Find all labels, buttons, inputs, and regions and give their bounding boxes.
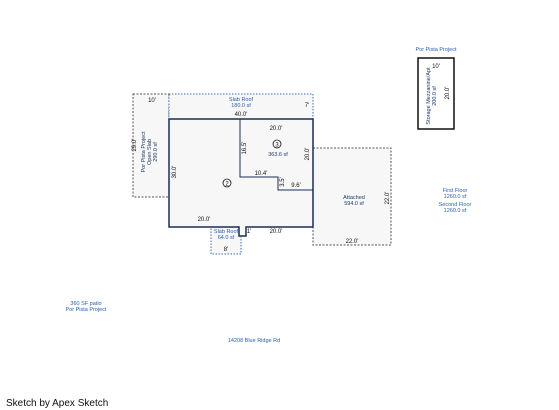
dim-22-bottom: 22.0' xyxy=(346,239,359,245)
room3-area: 363.6 sf xyxy=(268,152,288,158)
storage-area: 200.0 sf xyxy=(432,86,438,106)
attached-label: Attached xyxy=(343,195,365,201)
dim-20-bottom-right: 20.0' xyxy=(270,229,283,235)
porch-left-label-3: 290.0 sf xyxy=(153,142,159,162)
porch-left-label-2: Open Slab xyxy=(147,139,153,165)
dim-20-bottom-left: 20.0' xyxy=(198,217,211,223)
por-pista-right-label: Por Pista Project xyxy=(416,47,457,53)
slab-roof-bottom-outline xyxy=(210,226,242,255)
storage-labels: Storage Mezzanine/Apt 200.0 sf xyxy=(426,67,438,125)
dim-29: 29.0' xyxy=(132,139,138,152)
attached-area: 594.0 sf xyxy=(344,201,364,207)
room2-marker xyxy=(222,178,232,188)
second-floor-label: Second Floor xyxy=(439,202,472,208)
slab-roof-bottom-label: Slab Roof xyxy=(214,229,239,235)
dim-7: 7' xyxy=(305,103,309,109)
room2-number: 2 xyxy=(225,182,229,188)
dim-8: 8' xyxy=(224,247,228,253)
room3-outline xyxy=(239,119,313,191)
slab-roof-top-label: Slab Roof xyxy=(229,97,254,103)
patio-label: 360 SF patio xyxy=(70,301,101,307)
dim-22-right: 22.0' xyxy=(385,192,391,205)
dim-1: 1' xyxy=(247,229,251,235)
first-floor-label: First Floor xyxy=(443,188,468,194)
first-floor-area: 1260.0 sf xyxy=(444,194,467,200)
address-label: 14208 Blue Ridge Rd xyxy=(228,338,280,344)
dim-9-6: 9.6' xyxy=(291,183,301,189)
dim-20-right: 20.0' xyxy=(305,148,311,161)
dim-3-5: 3.5' xyxy=(280,177,286,187)
dim-20-top: 20.0' xyxy=(270,126,283,132)
porch-left-labels: Por Pista Project Open Slab 290.0 sf xyxy=(141,131,159,172)
dim-30: 30.0' xyxy=(172,166,178,179)
patio-project-label: Por Pista Project xyxy=(66,307,107,313)
footer-credit: Sketch by Apex Sketch xyxy=(6,398,109,409)
storage-outline xyxy=(417,57,455,130)
porch-left-label-1: Por Pista Project xyxy=(141,131,147,172)
room3-marker xyxy=(272,139,282,149)
dim-16-5: 16.5' xyxy=(242,142,248,155)
dim-20-storage: 20.0' xyxy=(445,87,451,100)
slab-roof-bottom-area: 64.0 sf xyxy=(218,235,235,241)
dim-10-left: 10' xyxy=(148,98,156,104)
dim-10-storage: 10' xyxy=(432,64,440,70)
room3-number: 3 xyxy=(275,143,279,149)
second-floor-area: 1260.0 sf xyxy=(444,208,467,214)
slab-roof-top-area: 180.0 sf xyxy=(231,103,251,109)
dim-10-4: 10.4' xyxy=(255,171,268,177)
slab-roof-top-outline xyxy=(168,93,314,120)
dim-40: 40.0' xyxy=(235,112,248,118)
storage-label: Storage Mezzanine/Apt xyxy=(426,67,432,125)
